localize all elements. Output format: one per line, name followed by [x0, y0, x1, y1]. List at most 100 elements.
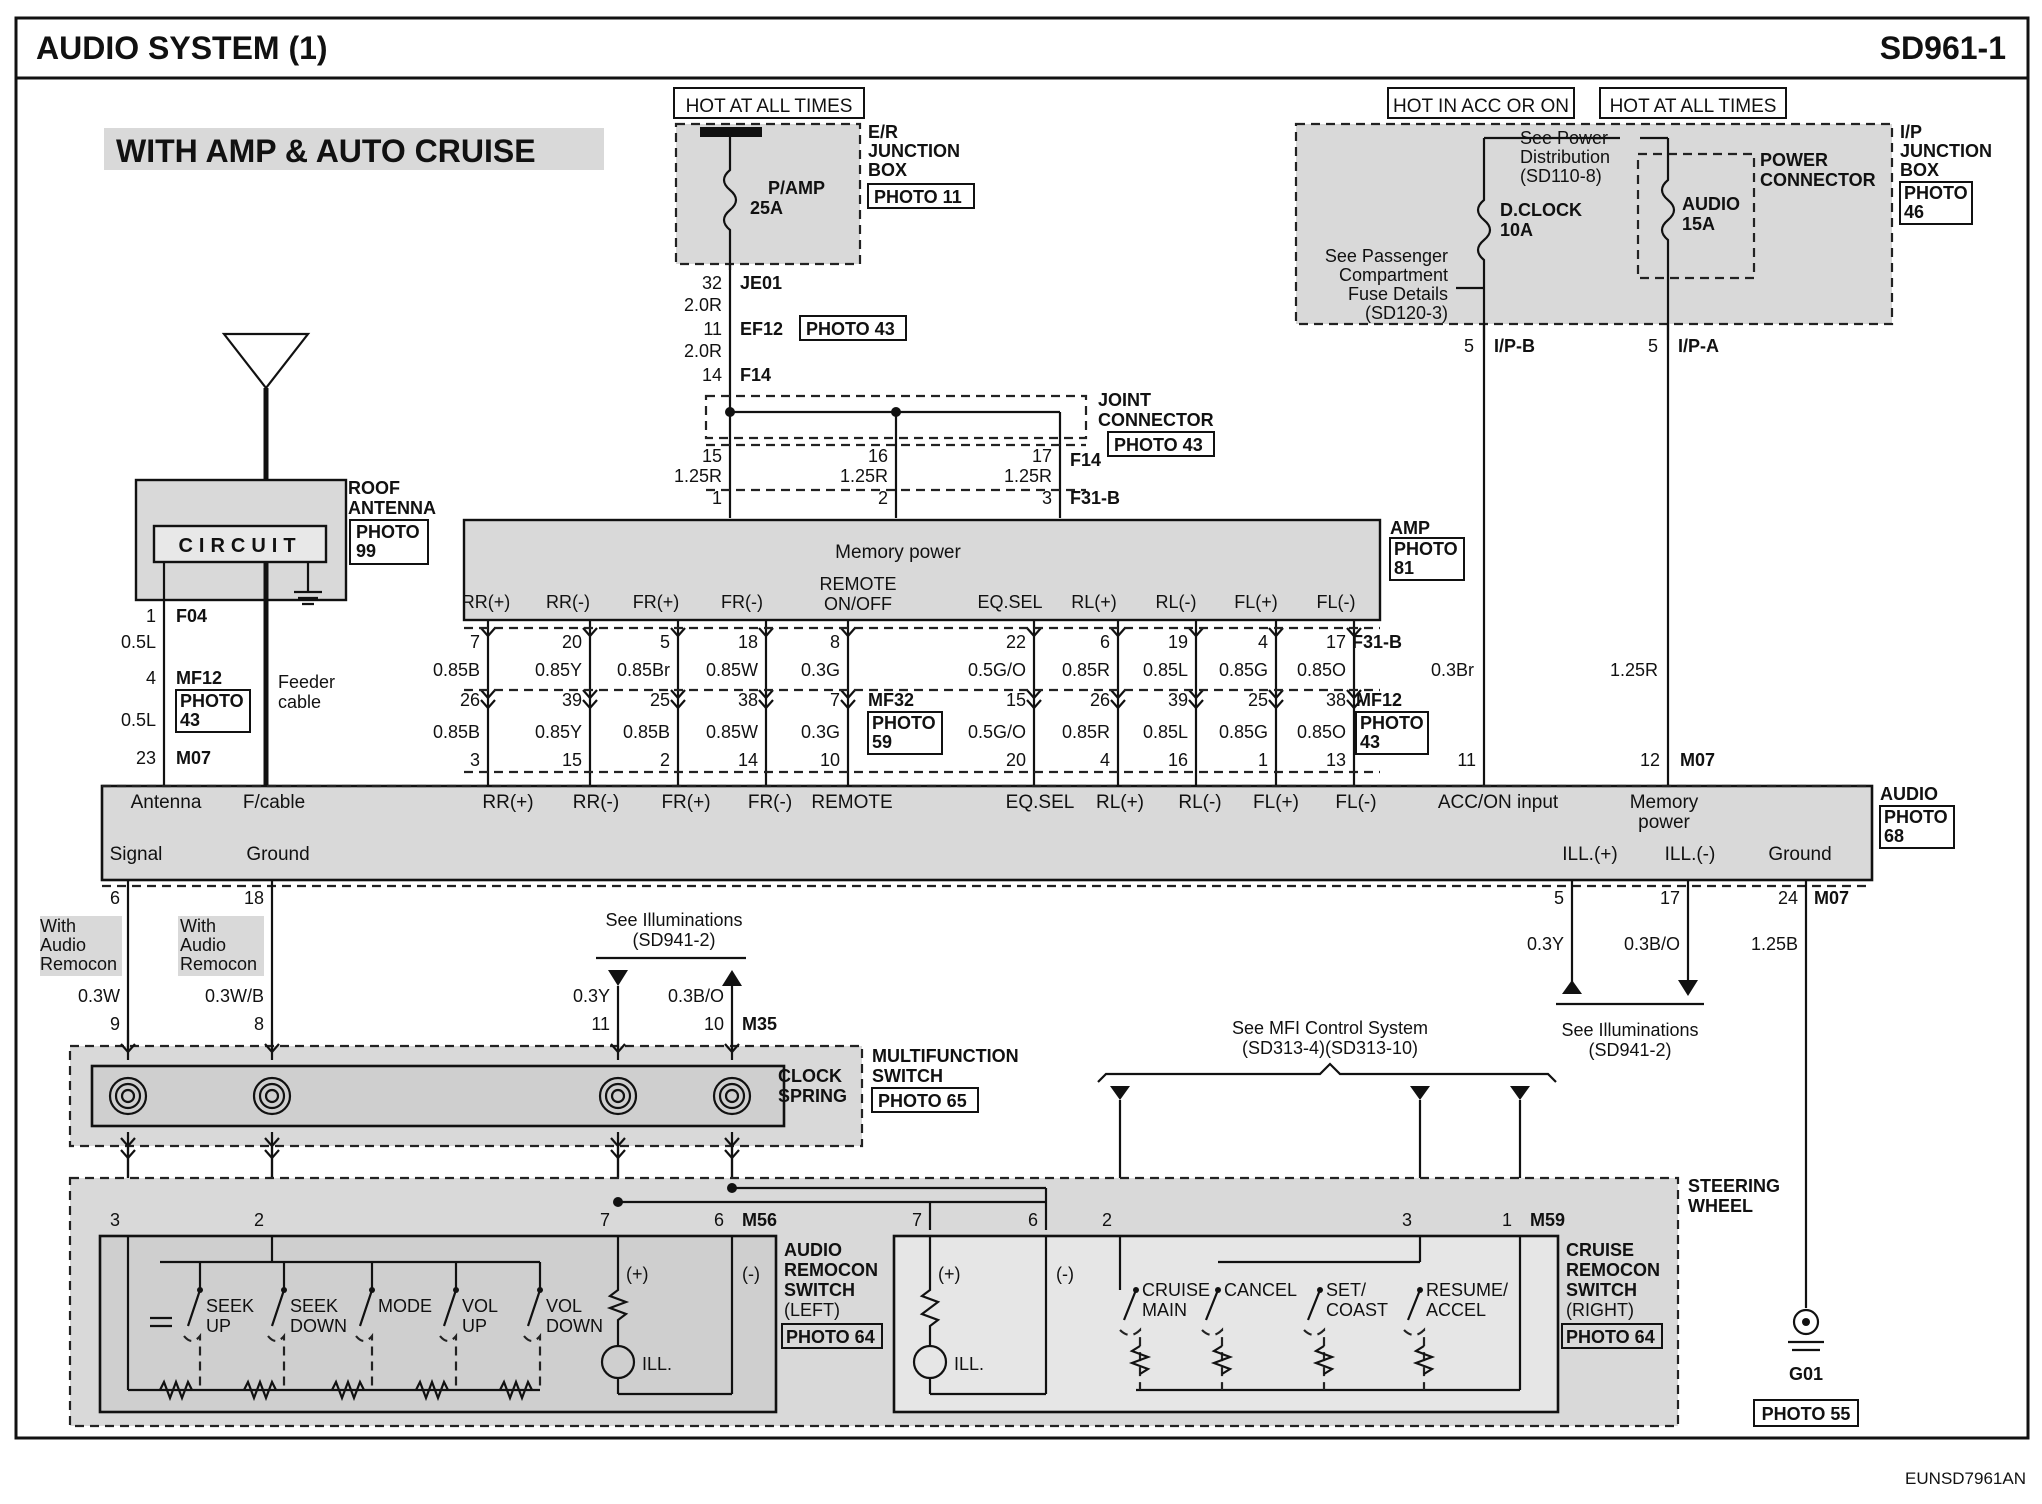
mid-pin: 39 [562, 690, 582, 710]
svg-text:11: 11 [1457, 750, 1476, 770]
svg-text:43: 43 [180, 710, 200, 730]
svg-text:12: 12 [1640, 750, 1660, 770]
mid-pin: 38 [1326, 690, 1346, 710]
svg-text:3: 3 [1402, 1210, 1412, 1230]
svg-text:Remocon: Remocon [180, 954, 257, 974]
svg-text:HOT IN ACC OR ON: HOT IN ACC OR ON [1393, 96, 1569, 117]
svg-text:JUNCTION: JUNCTION [868, 141, 960, 161]
footer-code: EUNSD7961AN [1905, 1469, 2026, 1488]
audio-terminal-label: EQ.SEL [1006, 792, 1075, 813]
switch-label: UP [206, 1316, 231, 1336]
amp-pin: 8 [830, 632, 840, 652]
svg-text:11: 11 [591, 1014, 610, 1034]
cruise-switch-button: CANCEL [1201, 1280, 1297, 1390]
svg-text:EF12: EF12 [740, 319, 783, 339]
mid-pin: 25 [650, 690, 670, 710]
svg-text:Memory power: Memory power [835, 542, 961, 563]
mid-pin: 25 [1248, 690, 1268, 710]
audio-pin: 4 [1100, 750, 1110, 770]
amp-terminal-label: RR(+) [462, 592, 511, 612]
er-junction-box [676, 124, 860, 264]
svg-text:10: 10 [704, 1014, 724, 1034]
amp-pin: 19 [1168, 632, 1188, 652]
svg-text:Memory: Memory [1630, 792, 1699, 813]
svg-text:(RIGHT): (RIGHT) [1566, 1300, 1634, 1320]
amp-terminal-label: FL(-) [1317, 592, 1356, 612]
amp-terminal-label: RL(+) [1071, 592, 1117, 612]
er-photo-label: PHOTO 11 [874, 187, 962, 207]
svg-text:Audio: Audio [180, 935, 226, 955]
svg-text:2.0R: 2.0R [684, 295, 722, 315]
svg-text:(-): (-) [1056, 1264, 1074, 1284]
svg-text:M07: M07 [1680, 750, 1715, 770]
connector-chevron-icon [840, 627, 856, 710]
audio-terminal-label: RL(+) [1096, 792, 1144, 813]
svg-text:8: 8 [254, 1014, 264, 1034]
wire-spec: 0.85Y [535, 660, 582, 680]
wire-spec: 0.85B [433, 722, 480, 742]
amp-terminal-label: RL(-) [1156, 592, 1197, 612]
svg-text:See Illuminations: See Illuminations [605, 910, 742, 930]
svg-text:PHOTO: PHOTO [1394, 539, 1458, 559]
audio-pin: 3 [470, 750, 480, 770]
svg-text:PHOTO: PHOTO [180, 691, 244, 711]
audio-switch-button: MODE [331, 1262, 432, 1402]
clock-spring-icon [598, 1076, 638, 1116]
wire-spec: 0.85L [1143, 722, 1188, 742]
svg-text:PHOTO: PHOTO [1904, 183, 1968, 203]
svg-text:0.5L: 0.5L [121, 632, 156, 652]
svg-text:AUDIO: AUDIO [1880, 784, 1938, 804]
svg-text:D.CLOCK: D.CLOCK [1500, 200, 1582, 220]
svg-text:SPRING: SPRING [778, 1086, 847, 1106]
svg-text:F31-B: F31-B [1352, 632, 1402, 652]
svg-text:6: 6 [714, 1210, 724, 1230]
svg-text:14: 14 [702, 365, 722, 385]
svg-text:CIRCUIT: CIRCUIT [178, 535, 301, 557]
svg-text:With: With [180, 916, 216, 936]
svg-text:ON/OFF: ON/OFF [824, 594, 892, 614]
svg-text:1.25R: 1.25R [840, 466, 888, 486]
svg-text:(-): (-) [742, 1264, 760, 1284]
amp-pin: 20 [562, 632, 582, 652]
svg-text:POWER: POWER [1760, 150, 1828, 170]
svg-text:JOINT: JOINT [1098, 390, 1151, 410]
amp-pin: 5 [660, 632, 670, 652]
svg-text:7: 7 [912, 1210, 922, 1230]
mid-pin: 26 [460, 690, 480, 710]
svg-text:25A: 25A [750, 198, 783, 218]
amp-pin: 6 [1100, 632, 1110, 652]
svg-text:M59: M59 [1530, 1210, 1565, 1230]
svg-text:ILL.: ILL. [954, 1354, 984, 1374]
svg-text:PHOTO 55: PHOTO 55 [1762, 1404, 1851, 1424]
svg-text:(LEFT): (LEFT) [784, 1300, 840, 1320]
audio-terminal-label: RR(+) [482, 792, 533, 813]
page-code: SD961-1 [1880, 30, 2006, 66]
amp-terminal-label: FR(+) [633, 592, 680, 612]
audio-terminal-label: RL(-) [1178, 792, 1221, 813]
svg-text:CONNECTOR: CONNECTOR [1098, 410, 1214, 430]
svg-text:1.25R: 1.25R [1610, 660, 1658, 680]
switch-label: MODE [378, 1296, 432, 1316]
svg-text:7: 7 [600, 1210, 610, 1230]
svg-text:JUNCTION: JUNCTION [1900, 141, 1992, 161]
switch-label: SEEK [290, 1296, 338, 1316]
svg-text:SWITCH: SWITCH [1566, 1280, 1637, 1300]
svg-text:PHOTO 43: PHOTO 43 [1114, 435, 1203, 455]
clock-spring-icon [252, 1076, 292, 1116]
svg-text:BOX: BOX [1900, 160, 1939, 180]
wire-spec: 0.85O [1297, 660, 1346, 680]
svg-text:1.25R: 1.25R [674, 466, 722, 486]
svg-text:0.3B/O: 0.3B/O [668, 986, 724, 1006]
audio-terminal-label: FL(-) [1335, 792, 1376, 813]
svg-text:ANTENNA: ANTENNA [348, 498, 436, 518]
mid-pin: 15 [1006, 690, 1026, 710]
switch-label: CRUISE [1142, 1280, 1210, 1300]
svg-text:16: 16 [868, 446, 888, 466]
wire-spec: 0.85L [1143, 660, 1188, 680]
svg-text:Fuse Details: Fuse Details [1348, 284, 1448, 304]
svg-text:99: 99 [356, 541, 376, 561]
cruise-remocon-switch [892, 1234, 1560, 1414]
